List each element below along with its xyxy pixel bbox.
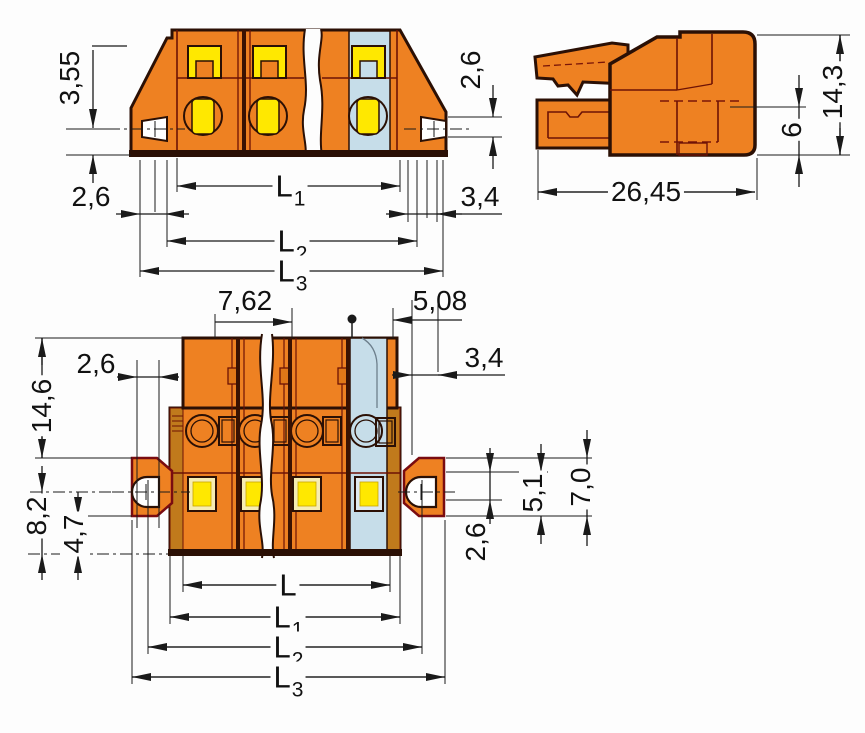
dim-label-L-front: L: [276, 569, 300, 601]
dim-label-2-6-side-left: 2,6: [71, 181, 111, 212]
break-tear: [302, 29, 323, 156]
dim-label-7-62: 7,62: [217, 285, 273, 316]
base-edge: [129, 150, 448, 157]
dim-label-2-6-front-left: 2,6: [76, 348, 116, 379]
clamp-springs: [187, 45, 386, 79]
profile-view: [533, 30, 757, 157]
dim-label-2-6-side-right: 2,6: [455, 50, 486, 90]
dim-label-5-1: 5,1: [517, 470, 548, 516]
dim-label-L2-side: L2: [274, 225, 310, 265]
dim-label-L1-side: L1: [272, 170, 308, 210]
dim-label-L3-side: L3: [274, 255, 310, 295]
dim-label-4-7: 4,7: [58, 511, 89, 557]
latch-lever: [533, 41, 630, 98]
dim-label-7-0: 7,0: [565, 464, 596, 510]
dim-label-3-4-side: 3,4: [460, 181, 500, 212]
front-view: [112, 333, 455, 559]
screw-ports: [183, 96, 388, 136]
dim-label-L3-front: L3: [270, 661, 306, 701]
dim-label-3-4-front: 3,4: [464, 342, 504, 373]
side-view-dimensions: [66, 45, 502, 277]
dim-label-26-45: 26,45: [607, 178, 685, 206]
dim-label-6: 6: [776, 119, 807, 141]
dim-label-2-6-hole: 2,6: [460, 522, 491, 562]
dim-label-5-08: 5,08: [412, 285, 468, 316]
dim-label-14-3: 14,3: [817, 61, 848, 123]
connector-body-side: [129, 28, 448, 157]
connector-body-profile: [608, 30, 757, 157]
side-section-view: [108, 28, 470, 157]
dim-label-3-55: 3,55: [54, 50, 85, 106]
dim-label-14-6: 14,6: [26, 375, 57, 437]
dim-label-8-2: 8,2: [21, 493, 52, 539]
dim-label-L1-front: L1: [270, 601, 306, 641]
dim-label-L2-front: L2: [270, 631, 306, 671]
